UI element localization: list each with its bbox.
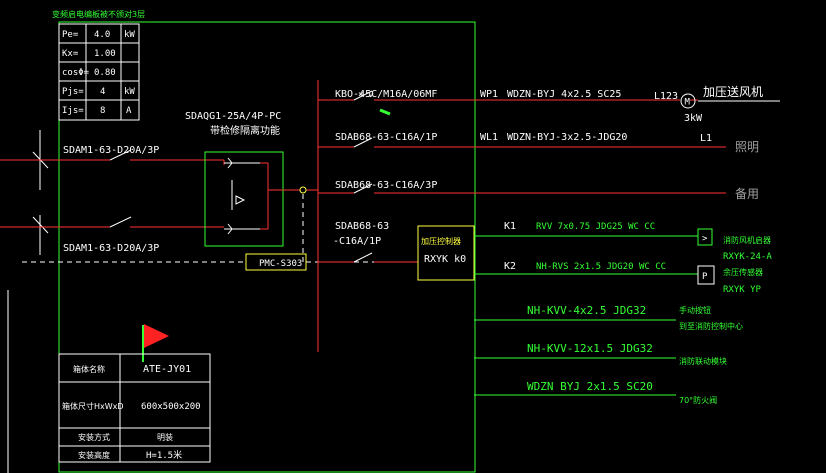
incoming-break-marks <box>7 130 49 473</box>
branch-3-load: 备用 <box>735 187 759 201</box>
pmc-meter-label: PMC-S303 <box>259 259 302 269</box>
param-unit: kW <box>124 30 135 40</box>
breaker-switch-bottom <box>109 216 132 228</box>
param-name: Kx= <box>62 49 79 59</box>
motor-symbol: M <box>685 98 691 108</box>
panel-frame <box>58 21 476 473</box>
k1-model: RXYK-24-A <box>723 252 772 262</box>
branch-2-cable: WDZN-BYJ-3x2.5-JDG20 <box>507 132 627 143</box>
info-value: H=1.5米 <box>146 449 182 461</box>
param-name: cosΦ= <box>62 68 90 78</box>
pressure-sensor-icon <box>697 265 715 285</box>
param-name: Pjs= <box>62 87 84 97</box>
info-label: 安装高度 <box>78 450 110 460</box>
branch-2-load: 照明 <box>735 140 759 154</box>
branch-3-switch <box>353 183 373 194</box>
branch-1-power: 3kW <box>684 113 703 124</box>
param-value: 4 <box>100 87 105 97</box>
branch-4-breaker-line1: SDAB68-63 <box>335 221 389 232</box>
branch-1-contactor <box>379 108 391 116</box>
k2-model: RXYK YP <box>723 285 762 295</box>
branch-3-breaker: SDAB68-63-C16A/3P <box>335 180 437 191</box>
breaker-label-bottom: SDAM1-63-D20A/3P <box>63 243 159 254</box>
branch-1-load: 加压送风机 <box>703 84 763 99</box>
branch-1-cable: WDZN-BYJ 4x2.5 SC25 <box>507 89 621 100</box>
param-unit: A <box>126 106 132 116</box>
info-label: 安装方式 <box>78 432 110 442</box>
info-label: 箱体名称 <box>73 364 105 374</box>
branch-2-switch <box>353 137 373 148</box>
branch-1-phase: L123 <box>654 91 678 102</box>
k1-cable: RVV 7x0.75 JDG25 WC CC <box>536 222 655 232</box>
ats-terminal <box>299 186 307 194</box>
ats-switch <box>224 157 260 235</box>
param-unit: kW <box>124 87 135 97</box>
flag-icon <box>144 324 169 348</box>
k2-cable: NH-RVS 2x1.5 JDG20 WC CC <box>536 262 666 272</box>
branch-2-breaker: SDAB68-63-C16A/1P <box>335 132 437 143</box>
info-label: 箱体尺寸HxWxD <box>62 401 124 411</box>
control-line-k1 <box>474 228 713 246</box>
incoming-feeder-1 <box>0 159 225 165</box>
param-name: Ijs= <box>62 106 84 116</box>
cable-2-note: 消防联动模块 <box>679 356 727 366</box>
cable-1-note: 手动按钮 <box>679 305 711 315</box>
k1-device: 消防风机启器 <box>723 235 771 245</box>
ats-output <box>260 162 318 230</box>
ats-box <box>204 151 284 247</box>
motor-icon <box>680 93 696 109</box>
k2-symbol: P <box>702 272 708 282</box>
breaker-switch-top <box>109 149 132 161</box>
drawing-title: 变频启电编板被不颁对3层 <box>52 9 145 19</box>
cable-3-note: 70°防火阀 <box>679 395 717 405</box>
branch-2-circuit-id: WL1 <box>480 132 498 143</box>
parameter-table <box>58 23 140 121</box>
param-value: 4.0 <box>94 30 110 40</box>
branch-1-circuit-id: WP1 <box>480 89 498 100</box>
branch-4-switch <box>353 252 373 263</box>
cable-1-note2: 到至消防控制中心 <box>679 321 743 331</box>
k1-id: K1 <box>504 221 516 232</box>
k2-id: K2 <box>504 261 516 272</box>
pmc-meter-box <box>245 253 307 271</box>
param-value: 8 <box>100 106 105 116</box>
k2-device: 余压传感器 <box>723 267 763 277</box>
param-value: 1.00 <box>94 49 116 59</box>
info-value: 600x500x200 <box>141 402 201 412</box>
branch-4-breaker-line2: -C16A/1P <box>333 236 381 247</box>
ats-label: SDAQG1-25A/4P-PC <box>185 111 281 122</box>
cable-2-label: NH-KVV-12x1.5 JDG32 <box>527 342 653 355</box>
cable-1-label: NH-KVV-4x2.5 JDG32 <box>527 304 646 317</box>
branch-1-mark: × ↙ <box>358 90 374 100</box>
info-table <box>58 353 211 463</box>
ats-sub-label: 带检修隔离功能 <box>210 124 280 137</box>
breaker-label-top: SDAM1-63-D20A/3P <box>63 145 159 156</box>
param-value: 0.80 <box>94 68 116 78</box>
controller-title: 加压控制器 <box>421 236 461 246</box>
branch-1-switch <box>353 90 373 101</box>
cable-runs <box>474 319 676 396</box>
info-value: 明装 <box>157 432 173 442</box>
controller-model: RXYK k0 <box>424 254 466 265</box>
info-value: ATE-JY01 <box>143 364 191 375</box>
controller-box <box>417 225 475 281</box>
cable-3-label: WDZN BYJ 2x1.5 SC20 <box>527 380 653 393</box>
branch-1-breaker: KBO-45C/M16A/06MF <box>335 89 437 100</box>
k1-symbol-icon: > <box>702 234 708 244</box>
param-name: Pe= <box>62 30 79 40</box>
branch-2-phase: L1 <box>700 133 712 144</box>
